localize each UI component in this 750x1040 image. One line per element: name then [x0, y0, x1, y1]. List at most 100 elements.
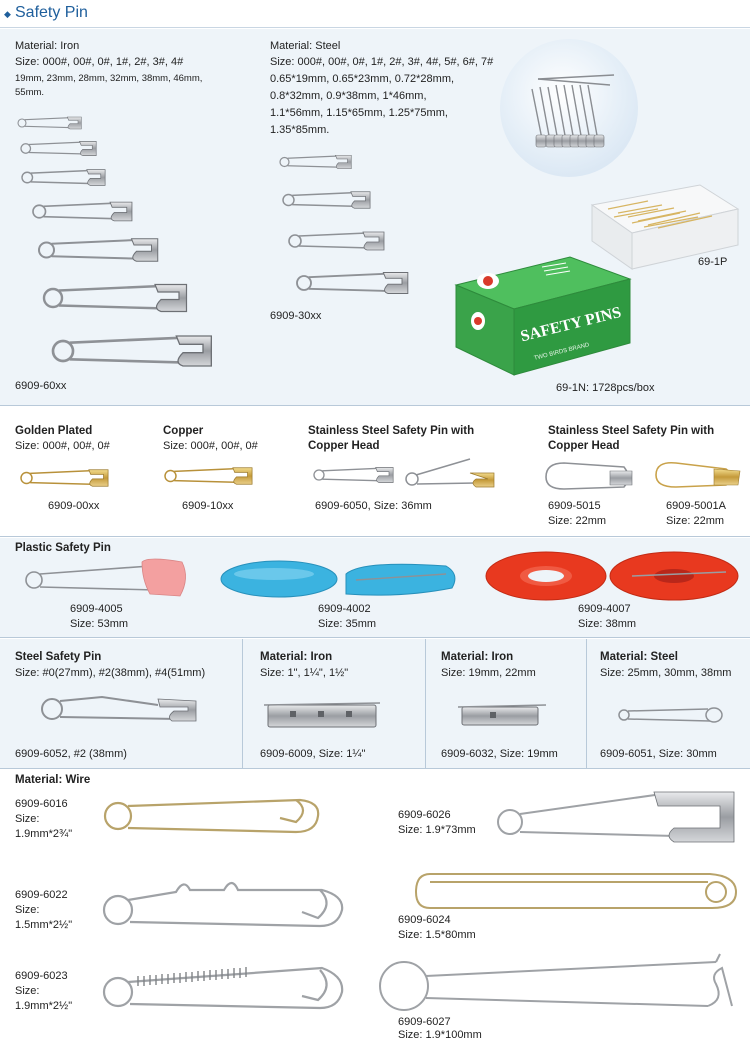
section-wire: Material: Wire 6909-6016 Size: 1.9mm*2¾"… — [0, 770, 750, 1040]
c3-size: Size: 19mm, 22mm — [441, 667, 536, 679]
pin-bundle-photo — [500, 39, 638, 177]
section-steel-iron: Steel Safety Pin Size: #0(27mm), #2(38mm… — [0, 639, 750, 769]
safety-pin-icon — [545, 462, 633, 490]
copper-title: Copper — [163, 425, 204, 437]
w2-code: 6909-6022 — [15, 889, 68, 901]
safety-pin-icon — [618, 707, 723, 723]
c2-size: Size: 1", 1¼", 1½" — [260, 667, 349, 679]
safety-pin-icon — [655, 461, 741, 488]
page-title: Safety Pin — [15, 4, 88, 21]
plastic1-code: 6909-4005 — [70, 603, 123, 615]
w3-size: Size: — [15, 985, 40, 997]
plastic-pin-cover-icon — [609, 551, 739, 601]
w2-size-value: 1.5mm*2½" — [15, 919, 73, 931]
w2-size: Size: — [15, 904, 40, 916]
ss1-code: 6909-6050, Size: 36mm — [315, 500, 432, 512]
safety-pin-icon — [405, 458, 495, 488]
steel-size-line: 1.1*56mm, 1.15*65mm, 1.25*75mm, — [270, 107, 448, 119]
c4-title: Material: Steel — [600, 651, 678, 663]
wire-pin-icon — [102, 881, 344, 928]
ss2-code-b: 6909-5001A — [666, 500, 726, 512]
plastic-title: Plastic Safety Pin — [15, 542, 111, 554]
safety-pin-icon — [17, 116, 82, 130]
column-divider — [242, 639, 243, 769]
wire-pin-icon — [103, 798, 320, 834]
gold-code: 6909-00xx — [48, 500, 100, 512]
safety-pin-icon — [37, 237, 160, 263]
safety-pin-icon — [21, 168, 106, 187]
safety-pin-icon — [295, 271, 410, 295]
ss1-title: Stainless Steel Safety Pin with — [308, 425, 475, 437]
iron-material-label: Material: Iron — [15, 40, 80, 52]
steel-size-line: 1.35*85mm. — [270, 124, 330, 136]
safety-pin-icon — [25, 558, 186, 597]
w1-size-value: 1.9mm*2¾" — [15, 828, 73, 840]
w4-size: Size: 1.9*73mm — [398, 824, 476, 836]
c4-size: Size: 25mm, 30mm, 38mm — [600, 667, 732, 679]
w3-code: 6909-6023 — [15, 970, 68, 982]
plastic3-size: Size: 38mm — [578, 618, 637, 630]
section-iron-steel: Material: Iron Size: 000#, 00#, 0#, 1#, … — [0, 29, 750, 406]
plastic-case-icon — [588, 179, 740, 271]
ss2-title-2: Copper Head — [548, 440, 620, 452]
c2-title: Material: Iron — [260, 651, 333, 663]
wire-pin-icon — [102, 966, 344, 1010]
safety-pin-icon — [313, 466, 394, 484]
safety-pin-icon — [42, 282, 189, 314]
page-header: ◆ Safety Pin — [0, 0, 750, 28]
safety-pin-icon — [531, 74, 615, 148]
safety-pin-icon — [41, 695, 197, 722]
safety-pin-icon — [279, 154, 352, 170]
w6-size: Size: 1.9*100mm — [398, 1029, 482, 1040]
iron-size-label: Size: 000#, 00#, 0#, 1#, 2#, 3#, 4# — [15, 56, 184, 68]
safety-pin-icon — [31, 201, 134, 222]
iron-mm-label: 19mm, 23mm, 28mm, 32mm, 38mm, 46mm, — [15, 73, 203, 84]
pin-box-icon: SAFETY PINS TWO BIRDS BRAND — [450, 229, 636, 379]
plastic-pin-cover-icon — [220, 560, 338, 598]
iron-mm-label-2: 55mm. — [15, 87, 45, 98]
column-divider — [586, 639, 587, 769]
ss1-title-2: Copper Head — [308, 440, 380, 452]
steel-size-line: 0.65*19mm, 0.65*23mm, 0.72*28mm, — [270, 73, 455, 85]
case-caption: 69-1P — [698, 256, 728, 268]
c4-code: 6909-6051, Size: 30mm — [600, 748, 717, 760]
box-caption: 69-1N: 1728pcs/box — [556, 382, 655, 394]
c3-title: Material: Iron — [441, 651, 514, 663]
safety-pin-icon — [497, 791, 735, 843]
ss2-code-a: 6909-5015 — [548, 500, 601, 512]
plastic-pin-cover-icon — [345, 563, 456, 596]
gold-title: Golden Plated — [15, 425, 93, 437]
steel-size-line: 0.8*32mm, 0.9*38mm, 1*46mm, — [270, 90, 427, 102]
w3-size-value: 1.9mm*2½" — [15, 1000, 73, 1012]
column-divider — [425, 639, 426, 769]
gold-size: Size: 000#, 00#, 0# — [15, 440, 110, 452]
c1-code: 6909-6052, #2 (38mm) — [15, 748, 127, 760]
ss2-size-a: Size: 22mm — [548, 515, 607, 527]
plastic-pin-cover-icon — [485, 551, 607, 601]
safety-pin-icon — [20, 468, 109, 488]
w5-code: 6909-6024 — [398, 914, 451, 926]
c2-code: 6909-6009, Size: 1¼" — [260, 748, 366, 760]
steel-material-label: Material: Steel — [270, 40, 341, 52]
safety-pin-icon — [282, 190, 371, 210]
safety-pin-icon — [51, 334, 214, 368]
plastic1-size: Size: 53mm — [70, 618, 129, 630]
w1-size: Size: — [15, 813, 40, 825]
steel-size-line: Size: 000#, 00#, 0#, 1#, 2#, 3#, 4#, 5#,… — [270, 56, 494, 68]
copper-code: 6909-10xx — [182, 500, 234, 512]
ss2-title: Stainless Steel Safety Pin with — [548, 425, 715, 437]
wire-pin-icon — [414, 873, 738, 909]
safety-pin-icon — [20, 140, 97, 157]
plastic2-code: 6909-4002 — [318, 603, 371, 615]
c1-title: Steel Safety Pin — [15, 651, 102, 663]
ss2-size-b: Size: 22mm — [666, 515, 725, 527]
section-plated: Golden Plated Size: 000#, 00#, 0# 6909-0… — [0, 407, 750, 537]
wire-pin-icon — [379, 953, 733, 1011]
safety-pin-icon — [164, 467, 253, 485]
wire-title: Material: Wire — [15, 774, 91, 786]
w1-code: 6909-6016 — [15, 798, 68, 810]
c3-code: 6909-6032, Size: 19mm — [441, 748, 558, 760]
brooch-pin-icon — [263, 702, 381, 728]
plastic3-code: 6909-4007 — [578, 603, 631, 615]
section-plastic: Plastic Safety Pin 6909-4005 Size: 53mm … — [0, 538, 750, 638]
